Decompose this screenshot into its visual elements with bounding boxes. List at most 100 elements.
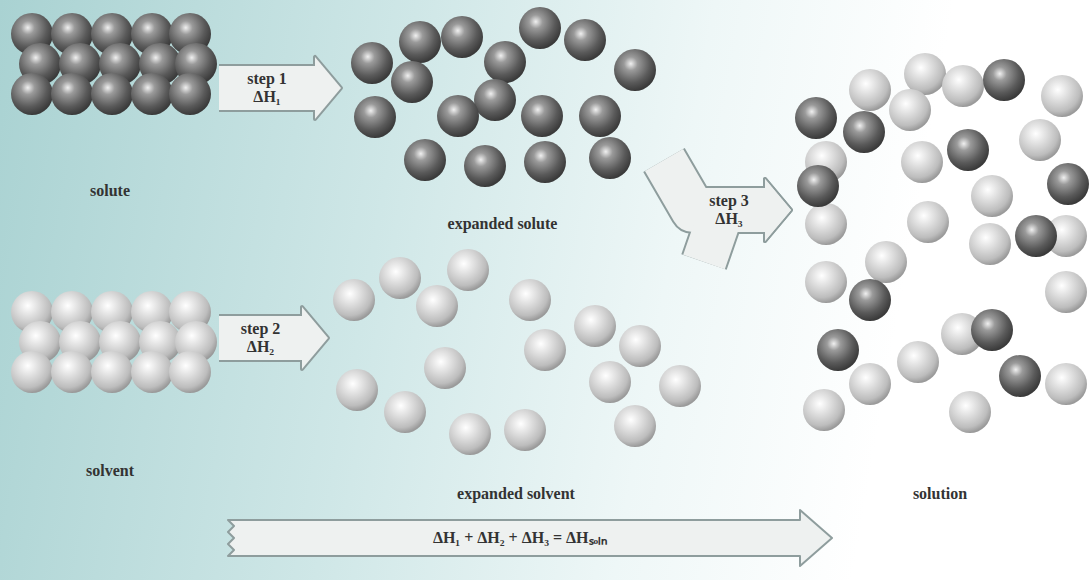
solute-sphere (843, 111, 885, 153)
solvent-sphere (865, 241, 907, 283)
solute-sphere (849, 279, 891, 321)
solvent-sphere (11, 351, 53, 393)
arrow-head (315, 57, 341, 119)
solute-sphere (1047, 163, 1089, 205)
solute-sphere (131, 73, 173, 115)
solute-sphere (351, 42, 393, 84)
solute-sphere (51, 73, 93, 115)
arrow-head (765, 179, 791, 241)
solute-sphere (391, 61, 433, 103)
block-arrow (219, 66, 315, 110)
arrow-head-outline (302, 307, 328, 369)
solvent-sphere (1045, 271, 1087, 313)
group-label: solution (791, 485, 1089, 503)
solvent-sphere (849, 363, 891, 405)
solvent-sphere (614, 405, 656, 447)
sum-equation: ΔH₁ + ΔH₂ + ΔH₃ = ΔHₛₒₗₙ (433, 529, 607, 547)
solvent-sphere (424, 347, 466, 389)
block-arrow-outline (219, 314, 302, 362)
step-label: step 1 ΔH₁ (241, 70, 293, 106)
solute-sphere (579, 95, 621, 137)
solvent-sphere (803, 389, 845, 431)
solute-sphere (354, 96, 396, 138)
solute-sphere (1015, 215, 1057, 257)
solvent-sphere (849, 69, 891, 111)
group-label: expanded solvent (328, 485, 704, 503)
packed-solvent (11, 291, 217, 393)
solute-sphere (519, 7, 561, 49)
block-arrow (219, 316, 302, 360)
solute-sphere (589, 137, 631, 179)
solvent-sphere (901, 141, 943, 183)
solution-spheres (795, 53, 1089, 433)
solute-sphere (169, 73, 211, 115)
solvent-sphere (91, 351, 133, 393)
solvent-sphere (509, 279, 551, 321)
solvent-sphere (574, 305, 616, 347)
solvent-sphere (169, 351, 211, 393)
arrow-head-outline (765, 179, 791, 241)
solute-sphere (484, 41, 526, 83)
solute-sphere (817, 329, 859, 371)
solvent-sphere (379, 257, 421, 299)
sum-arrow-shape (228, 510, 832, 566)
solute-sphere (521, 95, 563, 137)
group-label: solute (1, 182, 219, 200)
solvent-sphere (659, 365, 701, 407)
solvent-sphere (889, 89, 931, 131)
solvent-sphere (942, 65, 984, 107)
solvent-sphere (449, 413, 491, 455)
solvent-sphere (131, 351, 173, 393)
solute-sphere (437, 95, 479, 137)
sphere-group: solution (791, 45, 1089, 503)
expanded-solvent-spheres (333, 249, 701, 455)
solvent-sphere (1041, 75, 1083, 117)
step-label: step 3 ΔH₃ (703, 192, 755, 228)
sphere-group: expanded solute (341, 5, 664, 233)
solute-sphere (564, 19, 606, 61)
solvent-sphere (333, 279, 375, 321)
solvent-sphere (51, 351, 93, 393)
expanded-solute-spheres (351, 7, 656, 187)
solvent-sphere (589, 361, 631, 403)
sphere-group: solute (1, 5, 219, 200)
solvent-sphere (971, 175, 1013, 217)
solute-sphere (947, 129, 989, 171)
solute-sphere (983, 59, 1025, 101)
solvent-sphere (949, 391, 991, 433)
solvent-sphere (504, 409, 546, 451)
solvent-sphere (904, 53, 946, 95)
arrow-head-outline (765, 179, 791, 241)
solute-sphere (399, 21, 441, 63)
group-label: solvent (1, 462, 219, 480)
solute-sphere (91, 73, 133, 115)
solute-sphere (464, 145, 506, 187)
solute-sphere (999, 355, 1041, 397)
solvent-sphere (384, 391, 426, 433)
solute-sphere (404, 139, 446, 181)
sphere-group: solvent (1, 285, 219, 480)
arrow-head (765, 179, 791, 241)
solute-sphere (11, 73, 53, 115)
solvent-sphere (416, 285, 458, 327)
sphere-group: expanded solvent (328, 245, 704, 503)
solvent-sphere (1019, 119, 1061, 161)
solute-sphere (797, 165, 839, 207)
arrow-head (302, 307, 328, 369)
packed-solute (11, 13, 217, 115)
solvent-sphere (907, 201, 949, 243)
block-arrow-outline (219, 64, 315, 112)
solvent-sphere (336, 369, 378, 411)
solvent-sphere (969, 223, 1011, 265)
solvent-sphere (524, 329, 566, 371)
solute-sphere (441, 16, 483, 58)
solute-sphere (971, 309, 1013, 351)
connector-outlines (219, 57, 791, 369)
connector-fills (219, 57, 791, 369)
solute-sphere (524, 141, 566, 183)
solute-sphere (795, 97, 837, 139)
solvent-sphere (805, 261, 847, 303)
arrow-head-outline (315, 57, 341, 119)
group-label: expanded solute (341, 215, 664, 233)
